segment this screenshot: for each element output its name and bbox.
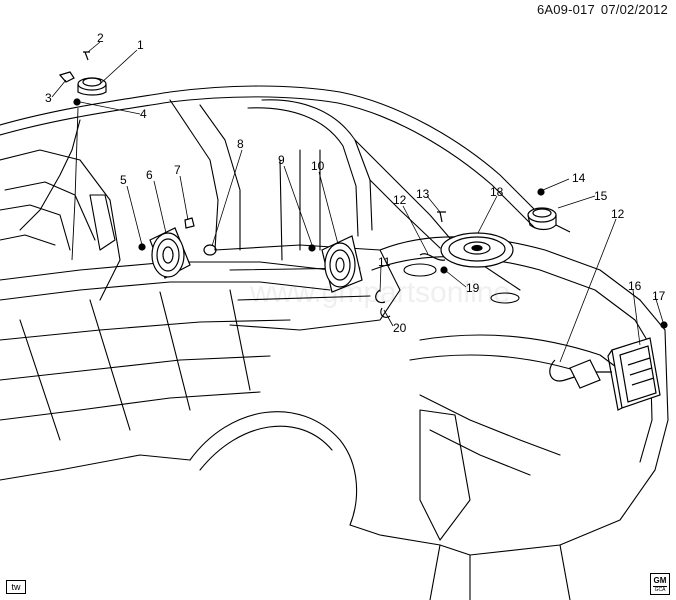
callout-20: 20 <box>393 321 407 335</box>
callout-14: 14 <box>572 171 586 185</box>
callout-9: 9 <box>278 153 285 167</box>
rear-wheelhouse <box>189 411 358 526</box>
wiring-harness-quarter <box>375 289 386 304</box>
callout-1: 1 <box>137 38 144 52</box>
trunk-floor <box>419 334 621 371</box>
front-door-speaker <box>149 227 191 279</box>
deck-speaker-nut <box>440 266 448 274</box>
callout-16: 16 <box>628 279 642 293</box>
rear-tweeter <box>527 207 571 233</box>
callout-6: 6 <box>146 168 153 182</box>
amplifier-nut <box>660 321 668 329</box>
callout-10: 10 <box>311 159 325 173</box>
amplifier-harness <box>549 359 612 382</box>
diagram-date: 07/02/2012 <box>600 2 668 17</box>
rear-quarter-speaker <box>321 235 363 293</box>
radio-amplifier <box>607 337 661 411</box>
rear-tweeter-rivet <box>537 188 545 196</box>
tail-lamp-pocket <box>419 409 471 541</box>
gca-logo-text: GCA <box>654 587 666 593</box>
callout-19: 19 <box>466 281 480 295</box>
callout-2: 2 <box>97 31 104 45</box>
callout-15: 15 <box>594 189 608 203</box>
tweeter-speaker-left <box>77 77 107 96</box>
wire-grommet <box>203 244 217 256</box>
callout-11: 11 <box>378 255 391 269</box>
callout-8: 8 <box>237 137 244 151</box>
roof-rail <box>0 85 546 221</box>
deck-speaker-screw <box>437 211 446 223</box>
callout-17: 17 <box>652 289 666 303</box>
callout-12-amp-harness: 12 <box>611 207 625 221</box>
callout-5: 5 <box>120 173 127 187</box>
diagram-code: 6A09-017 <box>536 2 595 17</box>
deck-speaker-harness <box>419 253 446 261</box>
callout-13: 13 <box>416 187 430 201</box>
tweeter-rivet <box>73 98 81 106</box>
tweeter-clip <box>58 71 75 83</box>
tweeter-screw <box>83 51 90 61</box>
callout-18: 18 <box>490 185 504 199</box>
callout-4: 4 <box>140 107 147 121</box>
speaker-bracket <box>184 217 195 229</box>
callout-7: 7 <box>174 163 181 177</box>
callout-3: 3 <box>45 91 52 105</box>
tw-badge: tw <box>6 580 26 594</box>
gm-logo: GM GCA <box>650 573 670 595</box>
rear-deck-speaker <box>440 232 514 268</box>
diagram-header: 6A09-017 07/02/2012 <box>537 2 668 17</box>
harness-clip <box>380 307 391 319</box>
gm-logo-text: GM <box>653 576 667 587</box>
quarter-speaker-nut <box>308 244 316 252</box>
callout-12-deck-harness: 12 <box>393 193 407 207</box>
